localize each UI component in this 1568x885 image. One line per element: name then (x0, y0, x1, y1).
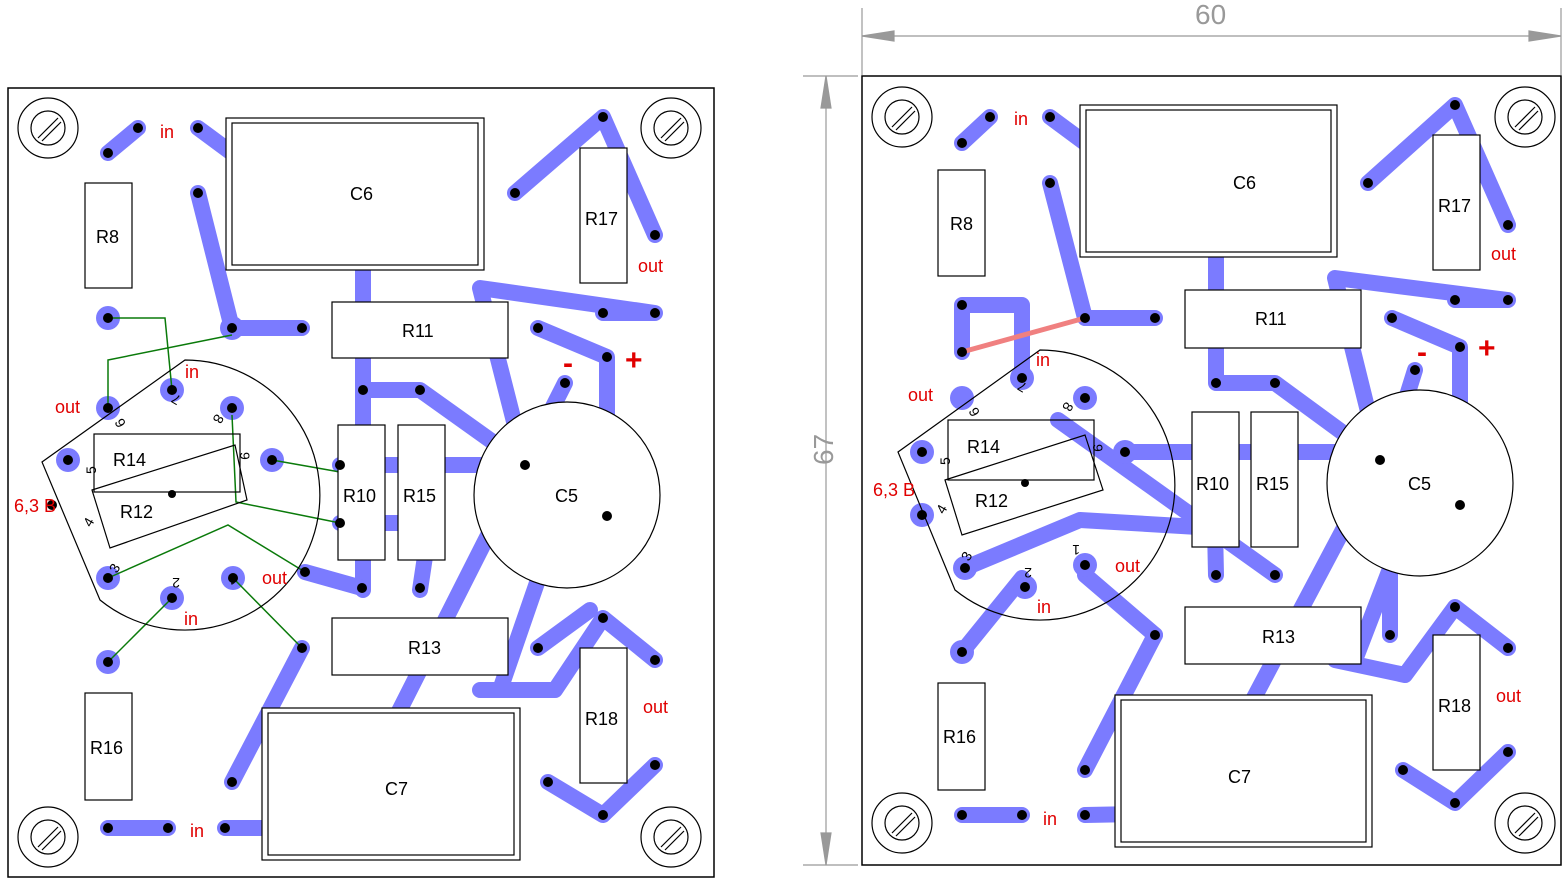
pin-number: 2 (1024, 565, 1032, 581)
width-dimension: 60 (1195, 0, 1226, 30)
r11-label: R11 (1255, 309, 1287, 329)
left-components (84, 117, 661, 861)
tube-socket-left (41, 359, 321, 631)
r18-label: R18 (585, 709, 618, 729)
pin-number: 9 (237, 452, 253, 460)
pin-number: 5 (83, 466, 99, 474)
mounting-hole-icon (1494, 792, 1556, 854)
out-label: out (638, 256, 663, 276)
r8-label: R8 (96, 227, 119, 247)
mounting-hole-icon (640, 806, 702, 868)
r16-label: R16 (943, 727, 976, 747)
minus-sign: - (1417, 336, 1427, 369)
r17-label: R17 (585, 209, 618, 229)
c7-label: C7 (1228, 767, 1251, 787)
r13-label: R13 (408, 638, 441, 658)
in-label: in (1036, 350, 1050, 370)
mounting-hole-icon (17, 97, 79, 159)
bridge-wire (959, 315, 1088, 355)
out-label: out (643, 697, 668, 717)
r14-label: R14 (967, 437, 1000, 457)
r17-label: R17 (1438, 196, 1471, 216)
r15-label: R15 (1256, 474, 1289, 494)
pin-number: 1 (228, 572, 236, 588)
r8-label: R8 (950, 214, 973, 234)
r14-label: R14 (113, 450, 146, 470)
r12-label: R12 (975, 491, 1008, 511)
right-board: 60 67 (803, 0, 1562, 866)
pin-number: 9 (1090, 444, 1106, 452)
dimension-lines (803, 8, 1562, 866)
pin-number: 2 (172, 575, 180, 591)
left-pads (47, 112, 660, 833)
r12-label: R12 (120, 502, 153, 522)
mounting-hole-icon (640, 97, 702, 159)
out-label: out (262, 568, 287, 588)
left-jumpers (107, 317, 341, 663)
left-board: C6 R8 R17 R11 R10 R15 C5 R14 R12 R13 R16… (7, 87, 715, 878)
right-pads (917, 100, 1513, 820)
c6-label: C6 (350, 184, 373, 204)
out-label: out (1115, 556, 1140, 576)
plus-sign: + (625, 344, 643, 377)
r13-label: R13 (1262, 627, 1295, 647)
out-label: out (1491, 244, 1516, 264)
tube-socket-right (897, 349, 1176, 621)
pin-number: 1 (1072, 542, 1080, 558)
in-label: in (190, 821, 204, 841)
heater-label: 6,3 В (14, 496, 56, 516)
mounting-hole-icon (17, 806, 79, 868)
pin-number: 5 (937, 457, 953, 465)
heater-label: 6,3 В (873, 480, 915, 500)
mounting-hole-icon (1494, 86, 1556, 148)
r10-label: R10 (343, 486, 376, 506)
out-label: out (908, 385, 933, 405)
mounting-hole-icon (871, 86, 933, 148)
height-dimension: 67 (808, 434, 839, 465)
in-label: in (184, 609, 198, 629)
r18-label: R18 (1438, 696, 1471, 716)
mounting-hole-icon (871, 792, 933, 854)
in-label: in (1014, 109, 1028, 129)
in-label: in (185, 362, 199, 382)
pin-number: 4 (933, 501, 951, 516)
right-components (937, 104, 1514, 848)
minus-sign: - (563, 347, 573, 380)
c5-label: C5 (555, 486, 578, 506)
c6-label: C6 (1233, 173, 1256, 193)
c5-label: C5 (1408, 474, 1431, 494)
r11-label: R11 (402, 321, 434, 341)
out-label: out (1496, 686, 1521, 706)
c7-label: C7 (385, 779, 408, 799)
in-label: in (1037, 597, 1051, 617)
r16-label: R16 (90, 738, 123, 758)
in-label: in (160, 122, 174, 142)
plus-sign: + (1478, 332, 1496, 365)
in-label: in (1043, 809, 1057, 829)
pin-number: 4 (80, 514, 98, 529)
r10-label: R10 (1196, 474, 1229, 494)
r15-label: R15 (403, 486, 436, 506)
out-label: out (55, 397, 80, 417)
